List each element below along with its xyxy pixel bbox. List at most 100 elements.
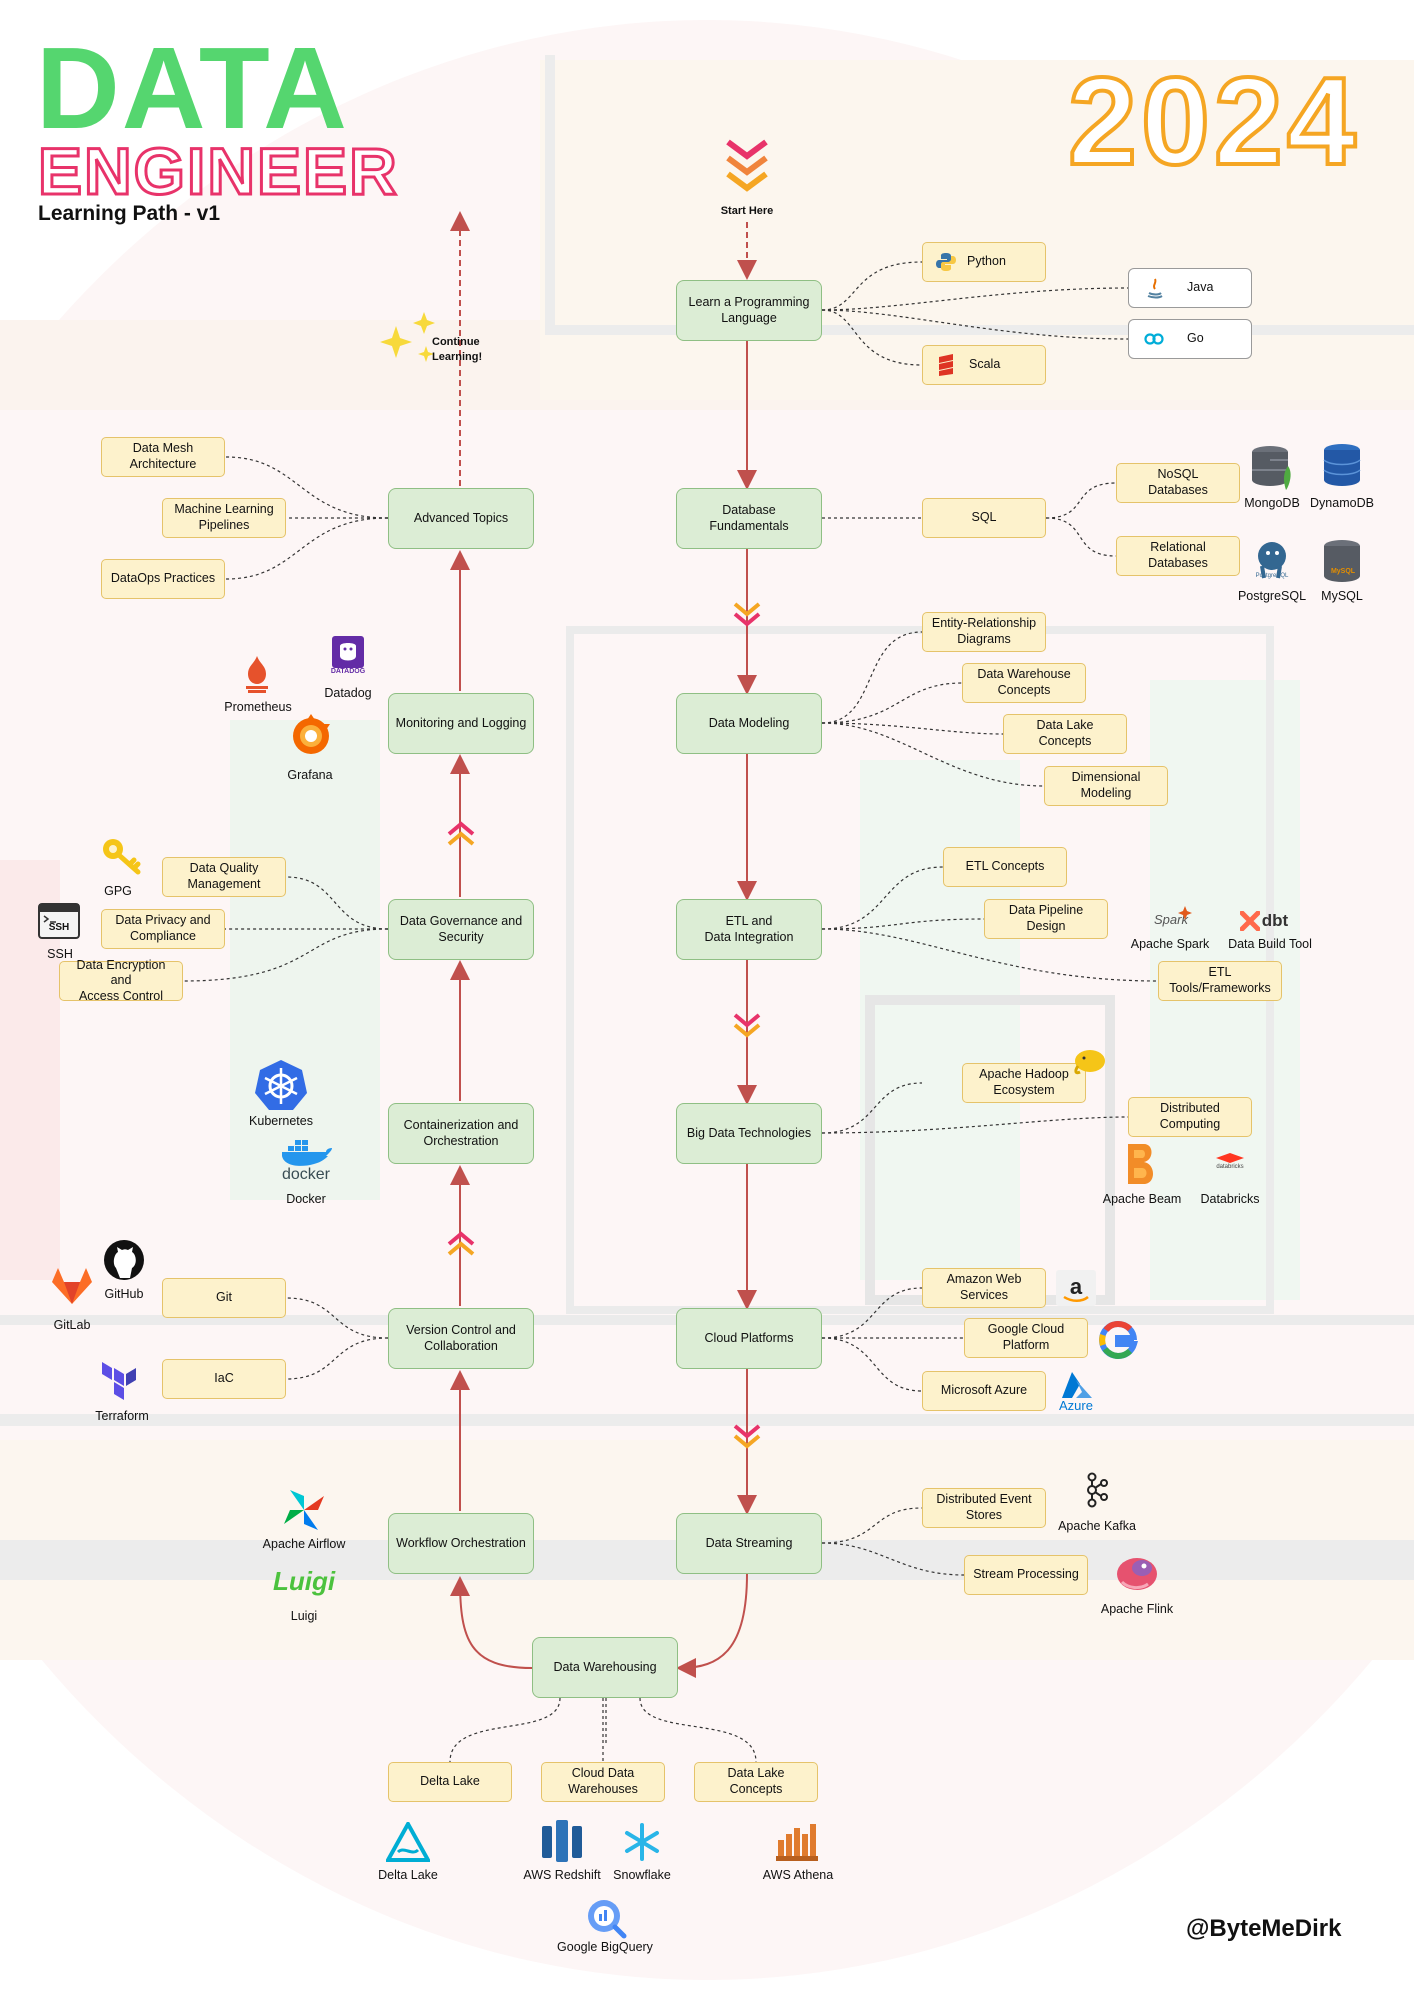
chevron-up-icon — [447, 821, 475, 846]
github-icon — [104, 1240, 144, 1280]
topic-monitoring[interactable]: Monitoring and Logging — [388, 693, 534, 754]
mysql-logo-text: MySQL — [1330, 568, 1356, 575]
author-handle: @ByteMeDirk — [1186, 1915, 1342, 1942]
go-icon — [1144, 333, 1164, 345]
tool-ssh-label: SSH — [47, 947, 73, 961]
subtopic-data-quality[interactable]: Data Quality Management — [162, 857, 286, 897]
subtopic-etl-concepts[interactable]: ETL Concepts — [943, 847, 1067, 887]
mongodb-icon — [1252, 446, 1291, 490]
bigquery-icon — [588, 1900, 627, 1939]
amazon-icon: a — [1056, 1270, 1096, 1306]
tool-dbt-label: Data Build Tool — [1228, 937, 1312, 951]
title-subtitle: Learning Path - v1 — [38, 202, 221, 225]
kafka-icon — [1087, 1472, 1108, 1508]
topic-database[interactable]: Database Fundamentals — [676, 488, 822, 549]
tool-mysql-label: MySQL — [1321, 589, 1363, 603]
spark-logo: Spark — [1154, 912, 1188, 927]
topic-warehousing[interactable]: Data Warehousing — [532, 1637, 678, 1698]
subtopic-distributed[interactable]: Distributed Computing — [1128, 1097, 1252, 1137]
tool-flink-label: Apache Flink — [1100, 1602, 1174, 1616]
subtopic-iac[interactable]: IaC — [162, 1359, 286, 1399]
airflow-icon — [284, 1490, 324, 1530]
subtopic-dataops[interactable]: DataOps Practices — [101, 559, 225, 599]
tool-airflow-label: Apache Airflow — [262, 1537, 346, 1551]
subtopic-event-stores[interactable]: Distributed Event Stores — [922, 1488, 1046, 1528]
azure-logo: Azure — [1059, 1398, 1093, 1413]
topic-governance[interactable]: Data Governance and Security — [388, 899, 534, 960]
tool-postgresql-label: PostgreSQL — [1237, 589, 1307, 603]
tool-luigi-label: Luigi — [290, 1609, 318, 1623]
gitlab-icon — [52, 1268, 92, 1304]
subtopic-nosql[interactable]: NoSQL Databases — [1116, 463, 1240, 503]
topic-cloud[interactable]: Cloud Platforms — [676, 1308, 822, 1369]
tool-databricks-label: Databricks — [1200, 1192, 1260, 1206]
hadoop-elephant-icon — [1074, 1050, 1105, 1075]
subtopic-delta-lake[interactable]: Delta Lake — [388, 1762, 512, 1802]
topic-programming[interactable]: Learn a Programming Language — [676, 280, 822, 341]
subtopic-git[interactable]: Git — [162, 1278, 286, 1318]
subtopic-stream-processing[interactable]: Stream Processing — [964, 1555, 1088, 1595]
tool-spark-label: Apache Spark — [1130, 937, 1210, 951]
subtopic-aws[interactable]: Amazon Web Services — [922, 1268, 1046, 1308]
subtopic-java-label: Java — [1187, 280, 1214, 295]
topic-streaming[interactable]: Data Streaming — [676, 1513, 822, 1574]
tool-terraform-label: Terraform — [95, 1409, 149, 1423]
prometheus-icon — [246, 656, 268, 693]
flink-icon — [1117, 1558, 1157, 1590]
subtopic-pipeline-design[interactable]: Data Pipeline Design — [984, 899, 1108, 939]
subtopic-dw-concepts[interactable]: Data Warehouse Concepts — [962, 663, 1086, 703]
subtopic-go-label: Go — [1187, 331, 1204, 346]
tool-kafka-label: Apache Kafka — [1058, 1519, 1136, 1533]
subtopic-encryption[interactable]: Data Encryption and Access Control — [59, 958, 183, 1003]
scala-icon — [939, 354, 953, 376]
subtopic-dl-concepts[interactable]: Data Lake Concepts — [1003, 714, 1127, 754]
docker-icon — [282, 1140, 332, 1166]
subtopic-mesh[interactable]: Data Mesh Architecture — [101, 437, 225, 477]
subtopic-gcp[interactable]: Google Cloud Platform — [964, 1318, 1088, 1358]
databricks-logo: databricks — [1216, 1164, 1244, 1170]
title-engineer: ENGINEER — [37, 134, 399, 208]
tool-snowflake-label: Snowflake — [613, 1868, 671, 1882]
tool-gitlab-label: GitLab — [53, 1318, 91, 1332]
mysql-icon — [1324, 540, 1360, 582]
topic-version-control[interactable]: Version Control and Collaboration — [388, 1308, 534, 1369]
subtopic-relational[interactable]: Relational Databases — [1116, 536, 1240, 576]
topic-workflow[interactable]: Workflow Orchestration — [388, 1513, 534, 1574]
topic-etl[interactable]: ETL and Data Integration — [676, 899, 822, 960]
subtopic-java[interactable]: Java — [1128, 268, 1252, 308]
java-icon — [1147, 278, 1163, 299]
dbt-logo: dbt — [1261, 911, 1289, 930]
subtopic-privacy[interactable]: Data Privacy and Compliance — [101, 909, 225, 949]
topic-modeling[interactable]: Data Modeling — [676, 693, 822, 754]
python-icon — [936, 253, 956, 271]
subtopic-dimensional[interactable]: Dimensional Modeling — [1044, 766, 1168, 806]
subtopic-ml-pipelines[interactable]: Machine Learning Pipelines — [162, 498, 286, 538]
topic-containerization[interactable]: Containerization and Orchestration — [388, 1103, 534, 1164]
subtopic-dl-concepts2[interactable]: Data Lake Concepts — [694, 1762, 818, 1802]
subtopic-sql[interactable]: SQL — [922, 498, 1046, 538]
luigi-logo: Luigi — [272, 1566, 336, 1596]
dynamodb-icon — [1323, 444, 1361, 486]
tool-docker-label: Docker — [286, 1192, 326, 1206]
subtopic-azure[interactable]: Microsoft Azure — [922, 1371, 1046, 1411]
svg-text:a: a — [1070, 1274, 1083, 1299]
subtopic-go[interactable]: Go — [1128, 319, 1252, 359]
subtopic-etl-tools[interactable]: ETL Tools/Frameworks — [1158, 961, 1282, 1001]
subtopic-python[interactable]: Python — [922, 242, 1046, 282]
topic-bigdata[interactable]: Big Data Technologies — [676, 1103, 822, 1164]
topic-advanced[interactable]: Advanced Topics — [388, 488, 534, 549]
tool-beam-label: Apache Beam — [1102, 1192, 1182, 1206]
docker-logo: docker — [281, 1166, 331, 1183]
subtopic-hadoop[interactable]: Apache Hadoop Ecosystem — [962, 1063, 1086, 1103]
athena-icon — [776, 1824, 818, 1861]
subtopic-cloud-dw[interactable]: Cloud Data Warehouses — [541, 1762, 665, 1802]
title-data: DATA — [36, 23, 349, 153]
sparkles-icon — [380, 312, 435, 362]
azure-icon — [1062, 1372, 1092, 1398]
tool-redshift-label: AWS Redshift — [523, 1868, 601, 1882]
databricks-icon — [1216, 1153, 1244, 1163]
subtopic-erd[interactable]: Entity-Relationship Diagrams — [922, 612, 1046, 652]
subtopic-scala[interactable]: Scala — [922, 345, 1046, 385]
